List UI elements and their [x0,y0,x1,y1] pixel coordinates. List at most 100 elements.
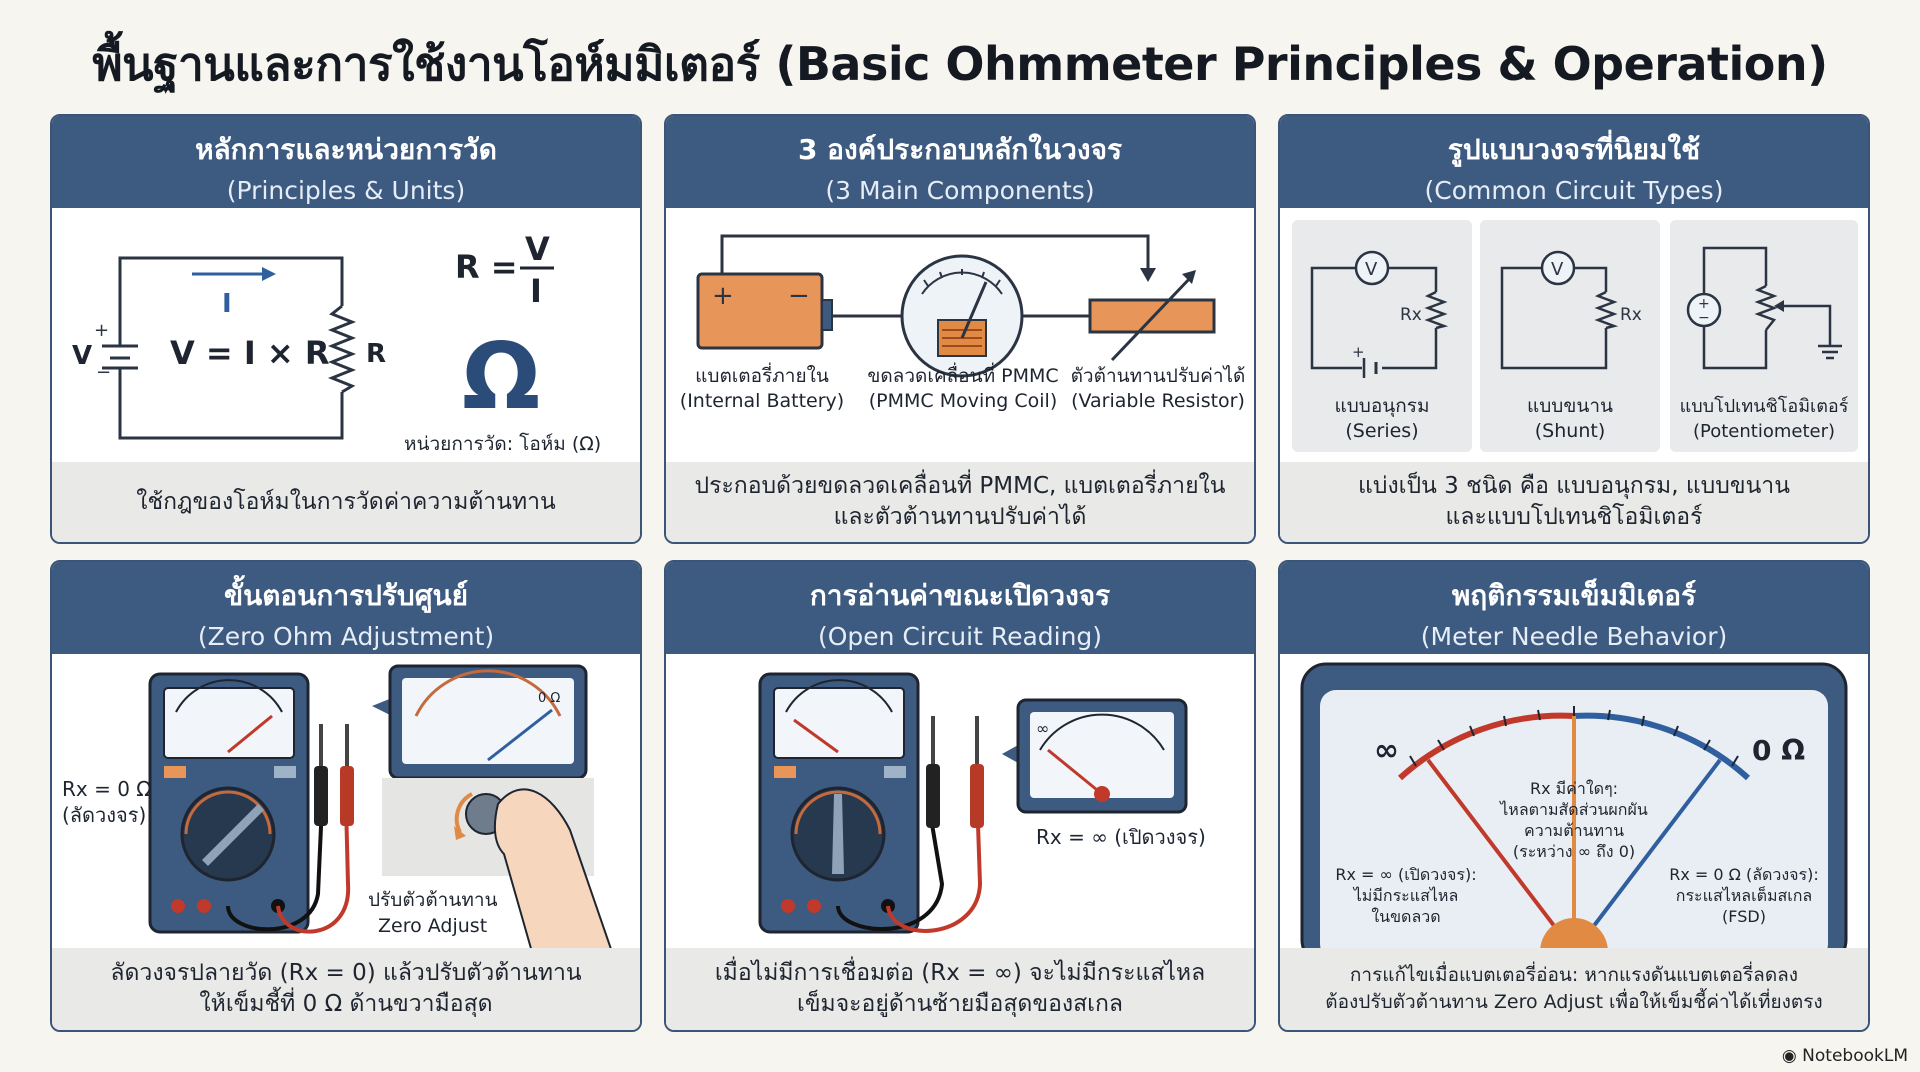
caption-line-1: ลัดวงจรปลายวัด (Rx = 0) แล้วปรับตัวต้านท… [110,960,582,986]
panel-title-en: (Open Circuit Reading) [817,622,1103,651]
zero-ohm-mark: 0 Ω [1752,734,1805,767]
panel-title-th: รูปแบบวงจรที่นิยมใช้ [1447,133,1701,166]
plus-sign: + [94,320,109,341]
mid-label-1: Rx มีค่าใดๆ: [1530,779,1618,798]
series-circuit-diagram: + V Rx [1310,250,1449,378]
caption-line-2: และแบบโปเทนชิโอมิเตอร์ [1445,504,1703,530]
panel-title-th: หลักการและหน่วยการวัด [195,133,497,166]
caption-line-2: เข็มจะอยู่ด้านซ้ายมือสุดของสเกล [796,991,1124,1017]
short-circuit-label: (ลัดวงจร) [62,803,146,827]
caption-line-1: เมื่อไม่มีการเชื่อมต่อ (Rx = ∞) จะไม่มีก… [714,960,1206,986]
brand-label: ◉ NotebookLM [1782,1046,1908,1066]
left-label-1: Rx = ∞ (เปิดวงจร): [1335,865,1476,884]
panel-title-en: (Principles & Units) [226,176,466,205]
potentiometer-card: + − แบบโปเทนชิโอมิเตอร์(Potentiometer) [1670,220,1858,452]
panel-header: พฤติกรรมเข็มมิเตอร์ (Meter Needle Behavi… [1280,562,1868,654]
caption-line-2: ให้เข็มชี้ที่ 0 Ω ด้านขวามือสุด [199,991,493,1017]
notebooklm-icon: ◉ [1781,1046,1797,1066]
caption-line-1: การแก้ไขเมื่อแบตเตอรี่อ่อน: หากแรงดันแบต… [1349,964,1799,986]
panel-body: 0 Ω Rx = 0 Ω (ลัดวงจร) ปรับตัวต้านทาน Ze… [52,654,640,953]
panel-title-th: การอ่านค่าขณะเปิดวงจร [809,579,1111,612]
pmmc-meter-icon [900,254,1024,378]
battery-plus: + [712,281,734,311]
shunt-circuit-diagram: V Rx [1500,250,1642,370]
panel-header: ขั้นตอนการปรับศูนย์ (Zero Ohm Adjustment… [52,562,640,654]
panel-header: รูปแบบวงจรที่นิยมใช้ (Common Circuit Typ… [1280,116,1868,208]
battery-label: แบตเตอรี่ภายใน(Internal Battery) [679,365,845,412]
svg-text:+: + [1352,343,1365,361]
fraction-numerator: V [525,230,550,268]
panel-title-th: 3 องค์ประกอบหลักในวงจร [797,133,1123,166]
shunt-label: แบบขนาน(Shunt) [1526,395,1613,442]
caption-line-1: ประกอบด้วยขดลวดเคลื่อนที่ PMMC, แบตเตอรี… [694,473,1226,499]
omega-symbol: Ω [462,323,540,430]
panel-body: ∞ Rx = ∞ (เปิดวงจร) [666,654,1254,952]
unit-label: หน่วยการวัด: โอห์ม (Ω) [404,432,601,455]
panel-header: การอ่านค่าขณะเปิดวงจร (Open Circuit Read… [666,562,1254,654]
rx-label: Rx [1400,305,1422,325]
caption-line-2: และตัวต้านทานปรับค่าได้ [833,504,1087,530]
svg-text:−: − [1698,310,1710,326]
mid-label-3: ความต้านทาน [1524,821,1624,840]
panel-header: 3 องค์ประกอบหลักในวงจร (3 Main Component… [666,116,1254,208]
caption-line-1: แบ่งเป็น 3 ชนิด คือ แบบอนุกรม, แบบขนาน [1358,473,1790,499]
hand-icon [493,788,614,953]
mid-label-4: (ระหว่าง ∞ ถึง 0) [1513,842,1635,861]
voltmeter-icon [1540,250,1576,286]
panel-title-th: พฤติกรรมเข็มมิเตอร์ [1451,579,1697,612]
mid-label-2: ไหลตามสัดส่วนผกผัน [1498,800,1648,819]
open-circuit-illustration: ∞ Rx = ∞ (เปิดวงจร) [758,672,1206,934]
svg-text:+: + [1698,296,1710,312]
svg-text:V: V [1551,259,1564,280]
source-icon [1686,292,1722,328]
infinity-mark: ∞ [1036,719,1049,738]
panel-caption: แบ่งเป็น 3 ชนิด คือ แบบอนุกรม, แบบขนาน แ… [1280,462,1868,542]
panel-caption: ประกอบด้วยขดลวดเคลื่อนที่ PMMC, แบตเตอรี… [666,462,1254,542]
battery-minus: − [788,281,810,311]
series-label: แบบอนุกรม(Series) [1334,395,1430,442]
shunt-card: V Rx แบบขนาน(Shunt) [1480,220,1660,452]
series-card: + V Rx แบบอนุกรม(Series) [1292,220,1472,452]
panel-circuit-types: รูปแบบวงจรที่นิยมใช้ (Common Circuit Typ… [1278,114,1870,544]
needle-short [1572,758,1722,954]
resistor-label: ตัวต้านทานปรับค่าได้(Variable Resistor) [1070,365,1246,412]
potentiometer-label: แบบโปเทนชิโอมิเตอร์(Potentiometer) [1679,396,1849,442]
zero-adjust-illustration: 0 Ω Rx = 0 Ω (ลัดวงจร) ปรับตัวต้านทาน Ze… [62,664,614,953]
panel-body: + V Rx แบบอนุกรม(Series) V Rx แบบขนาน(Sh… [1280,208,1868,462]
panel-title-th: ขั้นตอนการปรับศูนย์ [223,579,469,612]
fraction-denominator: I [530,272,542,310]
infinity-mark: ∞ [1374,733,1399,768]
panel-body: + − แบตเตอรี่ภายใน(Internal Battery) ขดล… [666,208,1254,462]
minus-sign: − [96,362,111,383]
current-label: I [222,289,232,319]
ohms-law-circuit-diagram: + − V I R V = I × R R = V I Ω หน่วยการวั… [72,230,601,455]
panel-zero-adjust: ขั้นตอนการปรับศูนย์ (Zero Ohm Adjustment… [50,560,642,1032]
panel-caption: ลัดวงจรปลายวัด (Rx = 0) แล้วปรับตัวต้านท… [52,948,640,1030]
left-label-3: ในขดลวด [1371,907,1440,926]
brand-text: NotebookLM [1802,1046,1908,1066]
rx-label: Rx [1620,305,1642,325]
panel-body: + − V I R V = I × R R = V I Ω หน่วยการวั… [52,208,640,462]
panel-principles: หลักการและหน่วยการวัด (Principles & Unit… [50,114,642,544]
right-label-3: (FSD) [1722,907,1766,926]
panel-needle-behavior: พฤติกรรมเข็มมิเตอร์ (Meter Needle Behavi… [1278,560,1870,1032]
zero-ohm-mark: 0 Ω [538,691,560,706]
left-label-2: ไม่มีกระแสไหล [1352,886,1459,905]
variable-resistor-icon [1088,298,1216,334]
open-circuit-label: Rx = ∞ (เปิดวงจร) [1036,825,1206,849]
coil-label: ขดลวดเคลื่อนที่ PMMC(PMMC Moving Coil) [867,365,1059,412]
panel-title-en: (Common Circuit Types) [1424,176,1724,205]
panel-title-en: (Zero Ohm Adjustment) [197,622,495,651]
components-diagram: + − [696,234,1216,378]
resistance-label: R [366,339,386,369]
caption-line-2: ต้องปรับตัวต้านทาน Zero Adjust เพื่อให้เ… [1325,991,1823,1013]
panel-title-en: (3 Main Components) [825,176,1095,205]
resistance-formula: R = [455,248,518,286]
needle-behavior-diagram: ∞ 0 Ω Rx มีค่าใดๆ: ไหลตามสัดส่วนผกผัน คว… [1300,662,1848,966]
voltage-label: V [72,341,92,371]
right-label-2: กระแสไหลเต็มสเกล [1676,885,1812,905]
panel-caption: เมื่อไม่มีการเชื่อมต่อ (Rx = ∞) จะไม่มีก… [666,948,1254,1030]
panel-caption: ใช้กฎของโอห์มในการวัดค่าความต้านทาน [52,462,640,542]
page-title: พื้นฐานและการใช้งานโอห์มมิเตอร์ (Basic O… [92,37,1828,91]
adjust-label-en: Zero Adjust [378,915,487,937]
